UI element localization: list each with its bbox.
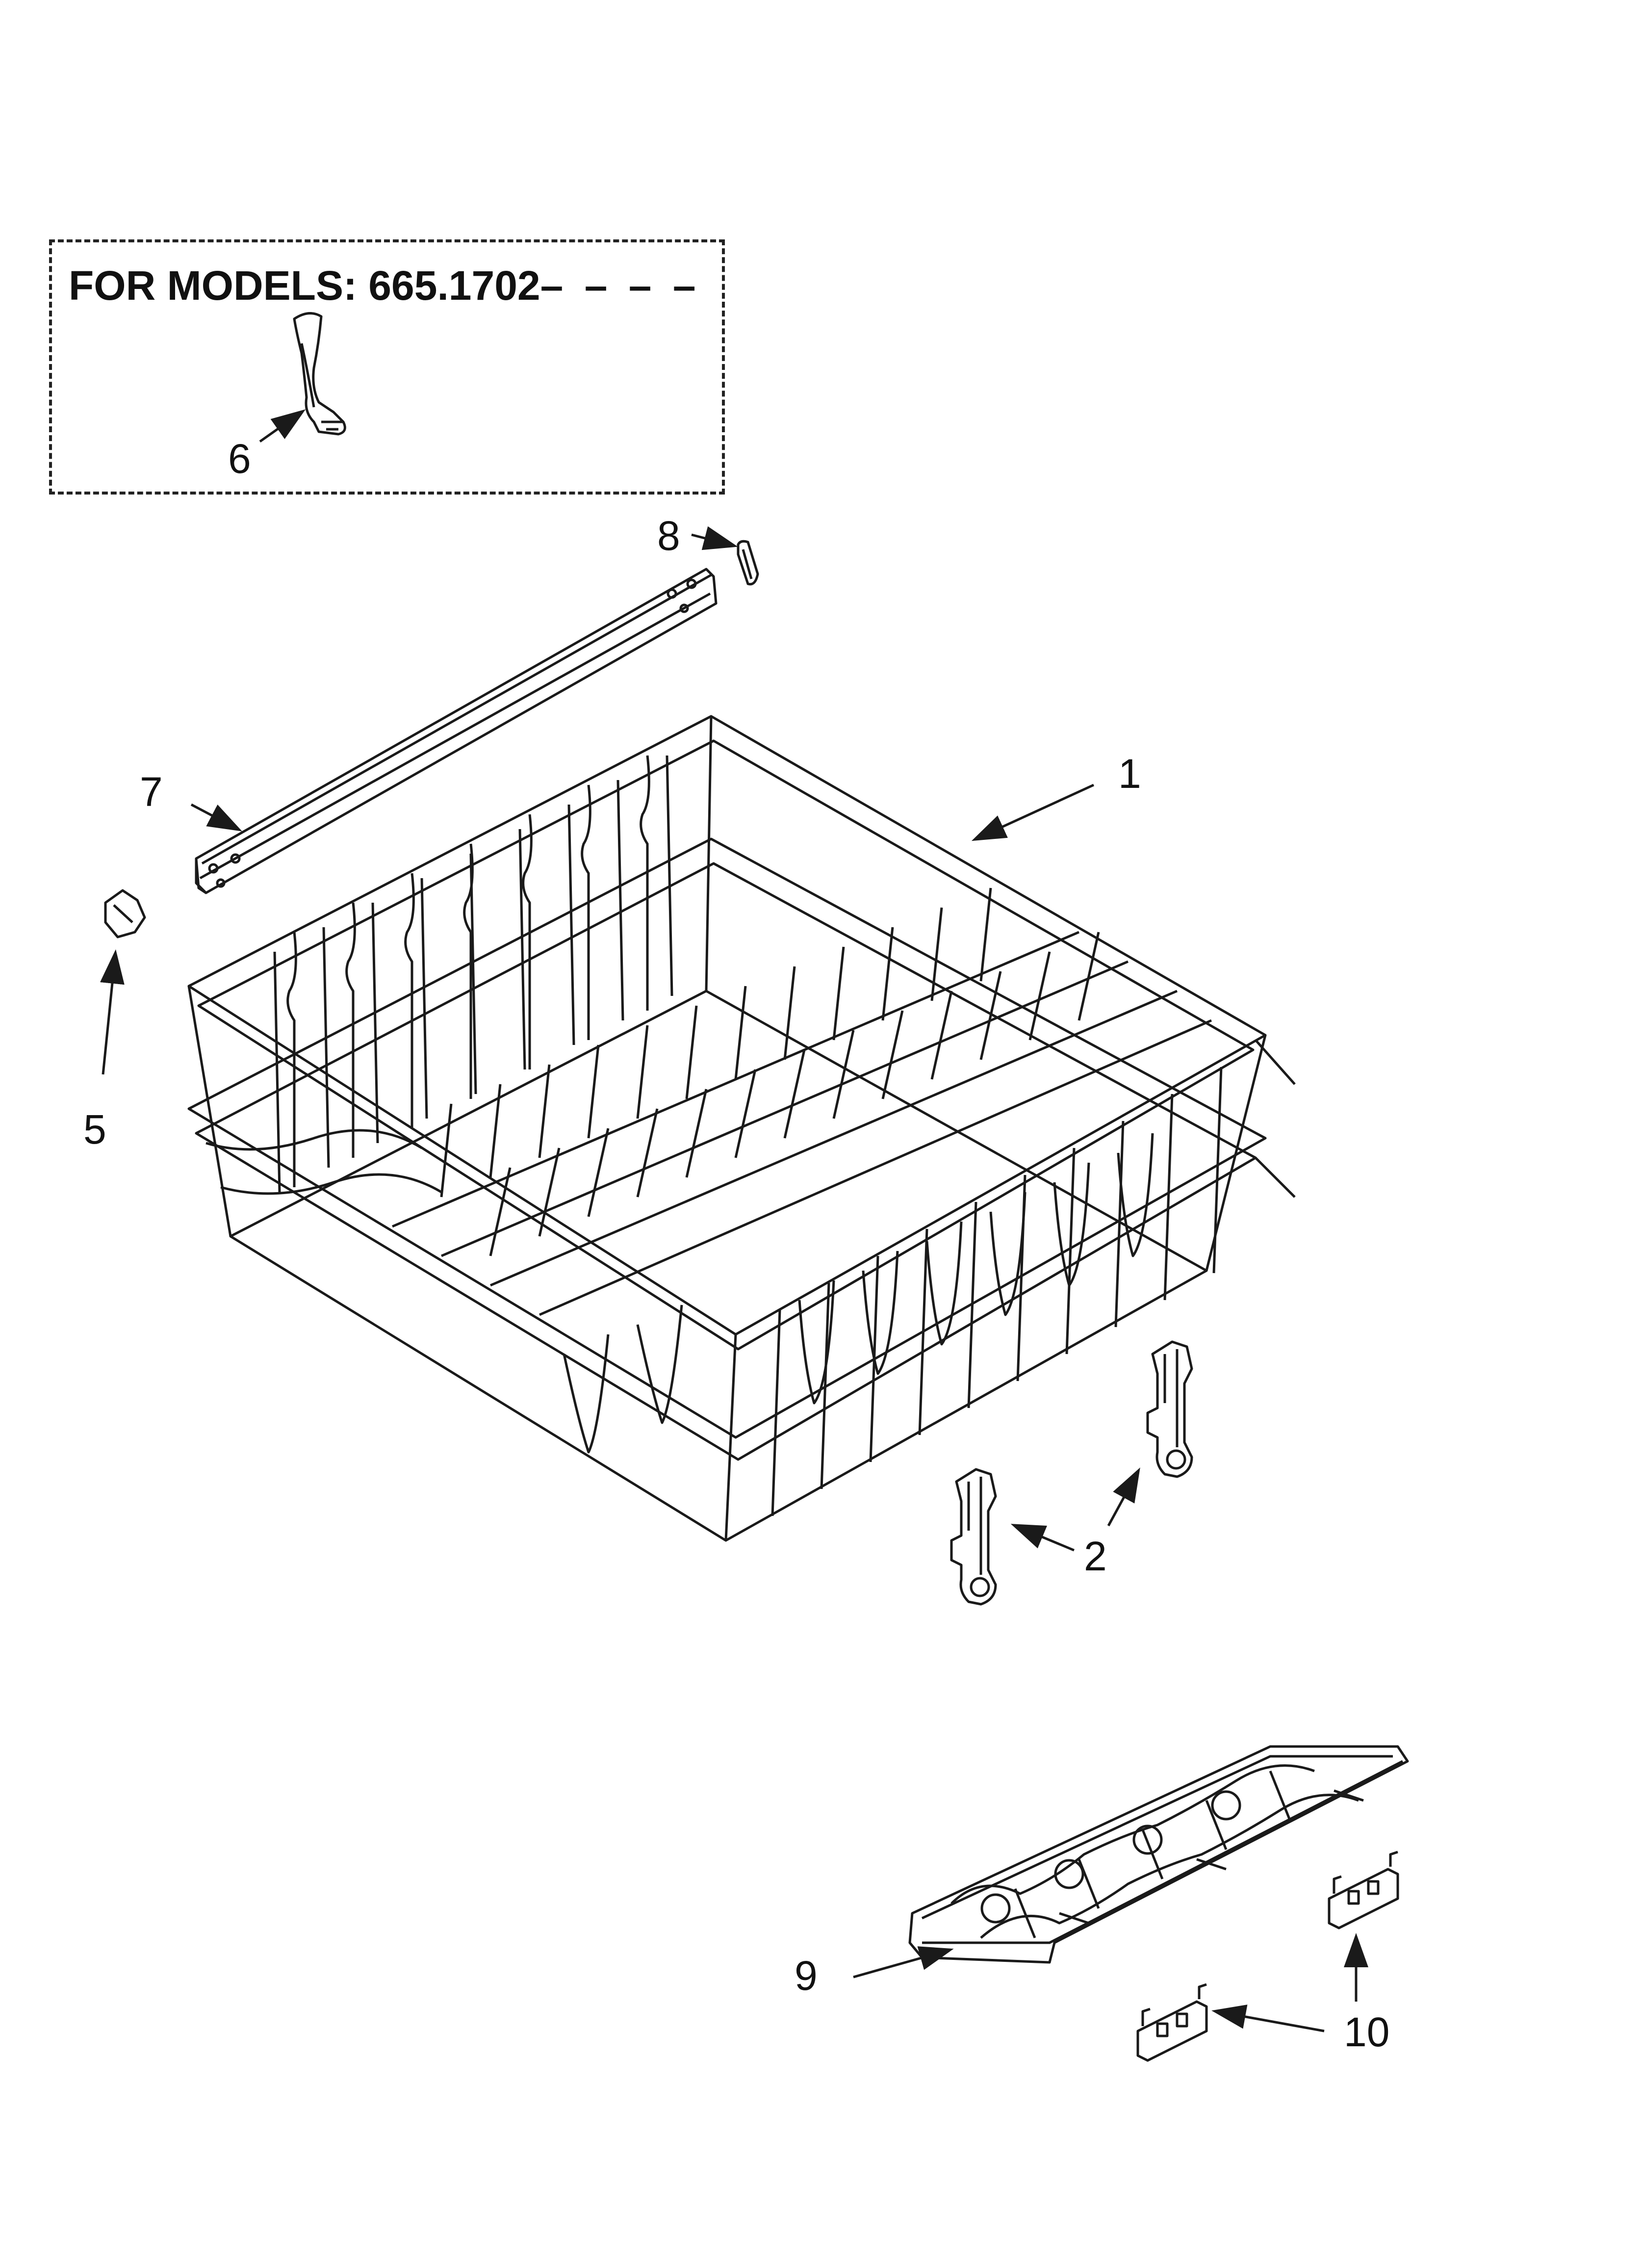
models-note-text: FOR MODELS: 665.1702 xyxy=(69,262,540,309)
rack-adjuster-part-right xyxy=(1146,1340,1193,1478)
models-note-dashes: – – – – xyxy=(540,262,701,309)
callout-6: 6 xyxy=(228,436,251,482)
rack-clip-part xyxy=(293,312,346,436)
callout-5-leader xyxy=(100,949,125,1075)
rack-stop-part xyxy=(104,889,146,938)
track-rail-part xyxy=(195,568,718,894)
tray-clip-part-bottom xyxy=(1136,1983,1208,2062)
callout-9: 9 xyxy=(795,1953,818,1999)
callout-6-leader xyxy=(259,409,306,443)
tray-clip-part-right xyxy=(1328,1851,1399,1929)
tine-insert-tray-part xyxy=(908,1745,1409,1964)
callout-8: 8 xyxy=(657,513,680,559)
models-note-box xyxy=(49,239,725,495)
callout-2-leader-right xyxy=(1107,1467,1140,1527)
callout-7: 7 xyxy=(140,769,163,815)
dishrack-part xyxy=(187,715,1296,1542)
models-note-label: FOR MODELS: 665.1702– – – – xyxy=(69,265,701,306)
callout-2-leader-left xyxy=(1010,1524,1075,1552)
callout-9-leader xyxy=(853,1946,954,1979)
callout-10: 10 xyxy=(1344,2009,1390,2055)
track-cap-part xyxy=(737,540,759,586)
callout-1: 1 xyxy=(1118,751,1141,797)
callout-7-leader xyxy=(190,803,242,832)
rack-adjuster-part-left xyxy=(950,1468,997,1606)
callout-10-leader-bottom xyxy=(1211,2005,1325,2033)
callout-8-leader xyxy=(691,526,738,550)
callout-2: 2 xyxy=(1084,1533,1107,1579)
callout-5: 5 xyxy=(83,1106,106,1152)
callout-1-leader xyxy=(971,783,1095,841)
